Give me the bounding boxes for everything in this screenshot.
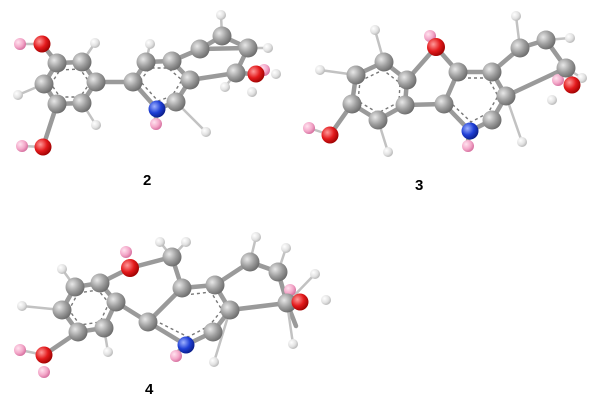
molecule-3-atoms [303,11,587,157]
molecule-3-label: 3 [415,177,424,194]
molecule-2-label: 2 [143,172,152,189]
molecule-2-atoms [13,10,281,156]
molecule-4-label: 4 [145,381,154,398]
molecule-3-model [303,11,587,157]
molecule-4-model [14,232,331,378]
molecule-2-model [13,10,281,156]
molecule-4-atoms [14,232,331,378]
